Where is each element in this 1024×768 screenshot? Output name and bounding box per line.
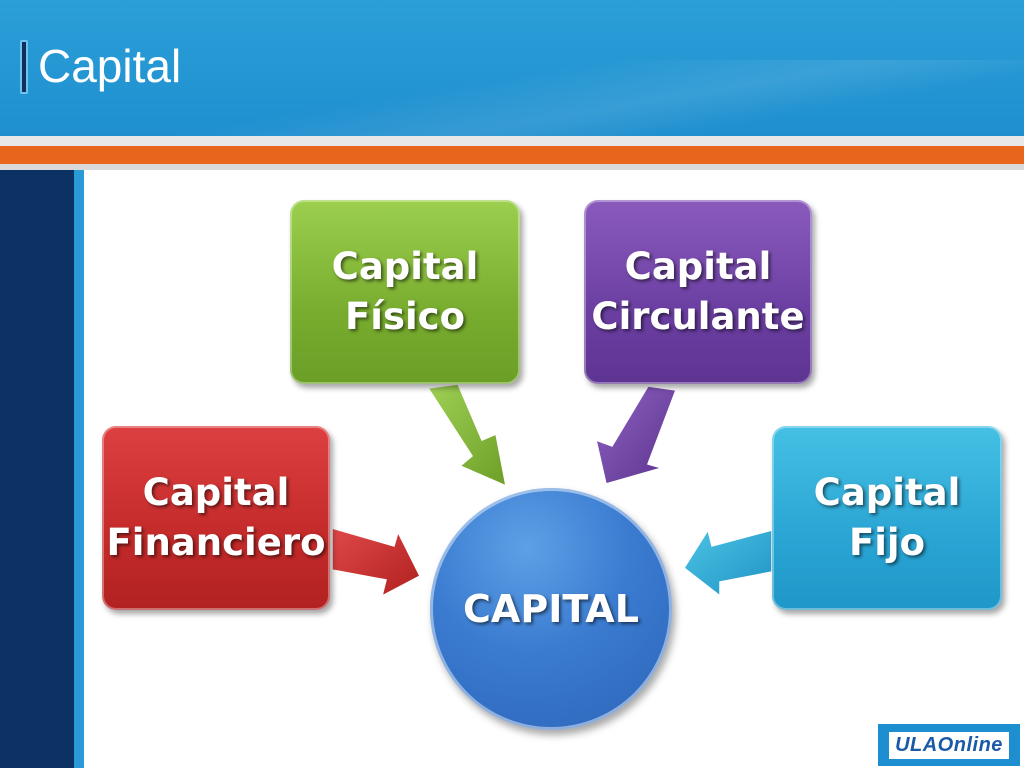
title-accent-bar (20, 40, 28, 94)
node-capital-fisico: Capital Físico (290, 200, 520, 384)
center-node-capital: CAPITAL (430, 488, 672, 730)
left-sidebar-navy (0, 170, 74, 768)
slide-title: Capital (38, 40, 182, 92)
arrow-financiero-to-center (331, 527, 421, 598)
node-capital-fijo: Capital Fijo (772, 426, 1002, 610)
arrow-circulante-to-center (594, 385, 678, 485)
slide-header: Capital (0, 0, 1024, 136)
brand-logo-text: ULAOnline (889, 731, 1009, 759)
node-capital-circulante: Capital Circulante (584, 200, 812, 384)
header-divider-gray (0, 136, 1024, 146)
header-divider-orange (0, 146, 1024, 164)
arrow-fijo-to-center (683, 528, 773, 598)
brand-logo: ULAOnline (876, 722, 1022, 768)
header-sheen (0, 60, 1024, 136)
node-capital-financiero: Capital Financiero (102, 426, 330, 610)
left-sidebar-blue (74, 170, 84, 768)
header-divider-gray-lower (0, 164, 1024, 170)
arrow-fisico-to-center (426, 383, 508, 488)
